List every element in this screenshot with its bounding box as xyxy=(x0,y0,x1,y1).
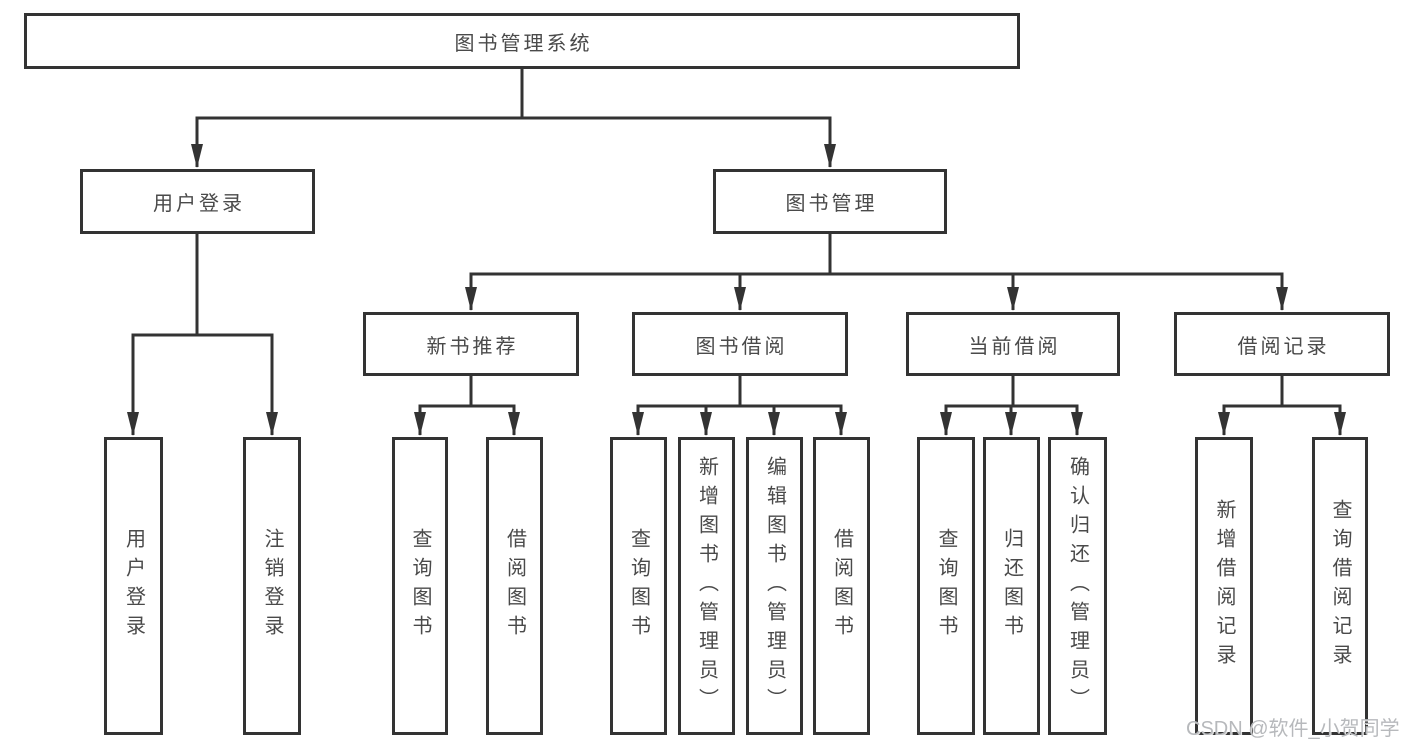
leaf-edit-book-admin: 编辑图书（管理员） xyxy=(746,437,803,735)
node-label: 查询借阅记录 xyxy=(1329,499,1351,673)
node-label: 用户登录 xyxy=(153,193,245,215)
node-label: 当前借阅 xyxy=(968,335,1061,358)
node-label: 用户登录 xyxy=(122,528,145,644)
node-label: 新增图书（管理员） xyxy=(695,455,718,717)
node-label: 图书借阅 xyxy=(695,335,788,358)
leaf-borrow-books-borrowing: 借阅图书 xyxy=(813,437,870,735)
leaf-add-book-admin: 新增图书（管理员） xyxy=(678,437,735,735)
node-label: 图书管理 xyxy=(785,193,878,215)
node-label: 查询图书 xyxy=(627,528,650,644)
node-label: 新书推荐 xyxy=(426,335,519,358)
node-label: 图书管理系统 xyxy=(454,32,593,55)
leaf-query-books-recommend: 查询图书 xyxy=(392,437,448,735)
leaf-borrow-books-recommend: 借阅图书 xyxy=(486,437,543,735)
node-label: 借阅图书 xyxy=(503,528,526,644)
node-label: 借阅记录 xyxy=(1237,335,1330,358)
node-label: 确认归还（管理员） xyxy=(1066,455,1089,717)
node-new-book-recommendation: 新书推荐 xyxy=(363,312,579,376)
watermark-text: CSDN @软件_小贺同学 xyxy=(1186,718,1400,740)
leaf-query-books-current: 查询图书 xyxy=(917,437,975,735)
node-user-login: 用户登录 xyxy=(80,169,315,234)
node-book-management: 图书管理 xyxy=(713,169,947,234)
leaf-logout: 注销登录 xyxy=(243,437,301,735)
leaf-user-login: 用户登录 xyxy=(104,437,163,735)
node-label: 查询图书 xyxy=(935,528,957,644)
node-label: 查询图书 xyxy=(409,528,431,644)
node-label: 注销登录 xyxy=(261,528,283,644)
node-label: 编辑图书（管理员） xyxy=(763,455,786,717)
node-borrowing-records: 借阅记录 xyxy=(1174,312,1390,376)
leaf-query-borrow-record: 查询借阅记录 xyxy=(1312,437,1368,735)
node-book-borrowing: 图书借阅 xyxy=(632,312,848,376)
node-current-borrowing: 当前借阅 xyxy=(906,312,1120,376)
leaf-add-borrow-record: 新增借阅记录 xyxy=(1195,437,1253,735)
node-label: 借阅图书 xyxy=(830,528,853,644)
node-label: 新增借阅记录 xyxy=(1213,499,1235,673)
node-label: 归还图书 xyxy=(1000,528,1023,644)
leaf-return-book: 归还图书 xyxy=(983,437,1040,735)
node-library-management-system: 图书管理系统 xyxy=(24,13,1020,69)
leaf-confirm-return-admin: 确认归还（管理员） xyxy=(1048,437,1107,735)
leaf-query-books-borrowing: 查询图书 xyxy=(610,437,667,735)
